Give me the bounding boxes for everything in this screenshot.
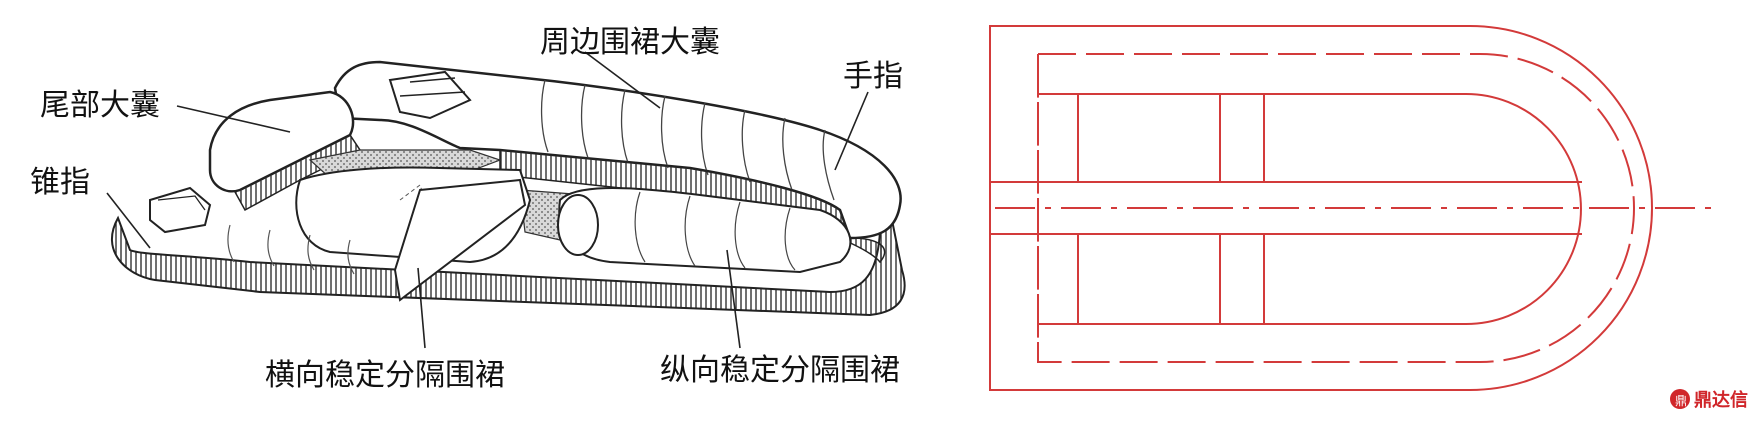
transverse-divider-shape [393,178,527,302]
perimeter-bag-ribs [540,79,835,201]
plan-dashed-boundary [1037,53,1635,363]
plan-inner-boundary [1038,93,1582,325]
lower-bag-ribs [227,224,355,275]
hovercraft-skirt-illustration: 周边围裙大囊 尾部大囊 手指 锥指 横向稳定分隔围裙 纵向稳定分隔围裙 [30,25,906,393]
skirt-plan-view-schematic [989,25,1718,391]
label-tail-bag: 尾部大囊 [40,88,160,123]
label-finger: 手指 [843,59,903,94]
top-cross-panel [388,70,472,120]
watermark-logo-icon [1670,389,1690,409]
tail-bag-shape [208,90,355,193]
label-perimeter-skirt-bag: 周边围裙大囊 [540,25,720,60]
label-transverse-stability-skirt: 横向稳定分隔围裙 [265,358,505,393]
plan-outer-boundary [989,25,1653,391]
perimeter-skirt-bag-shape [333,60,902,240]
label-longitudinal-stability-skirt: 纵向稳定分隔围裙 [660,353,900,388]
watermark-text: 鼎达信 [1694,389,1748,411]
watermark: 鼎 鼎达信 [1670,389,1748,411]
cone-finger-shape [149,186,212,234]
leader-lines [106,51,869,349]
svg-text:鼎: 鼎 [1675,394,1687,408]
label-cone-finger: 锥指 [30,165,90,200]
